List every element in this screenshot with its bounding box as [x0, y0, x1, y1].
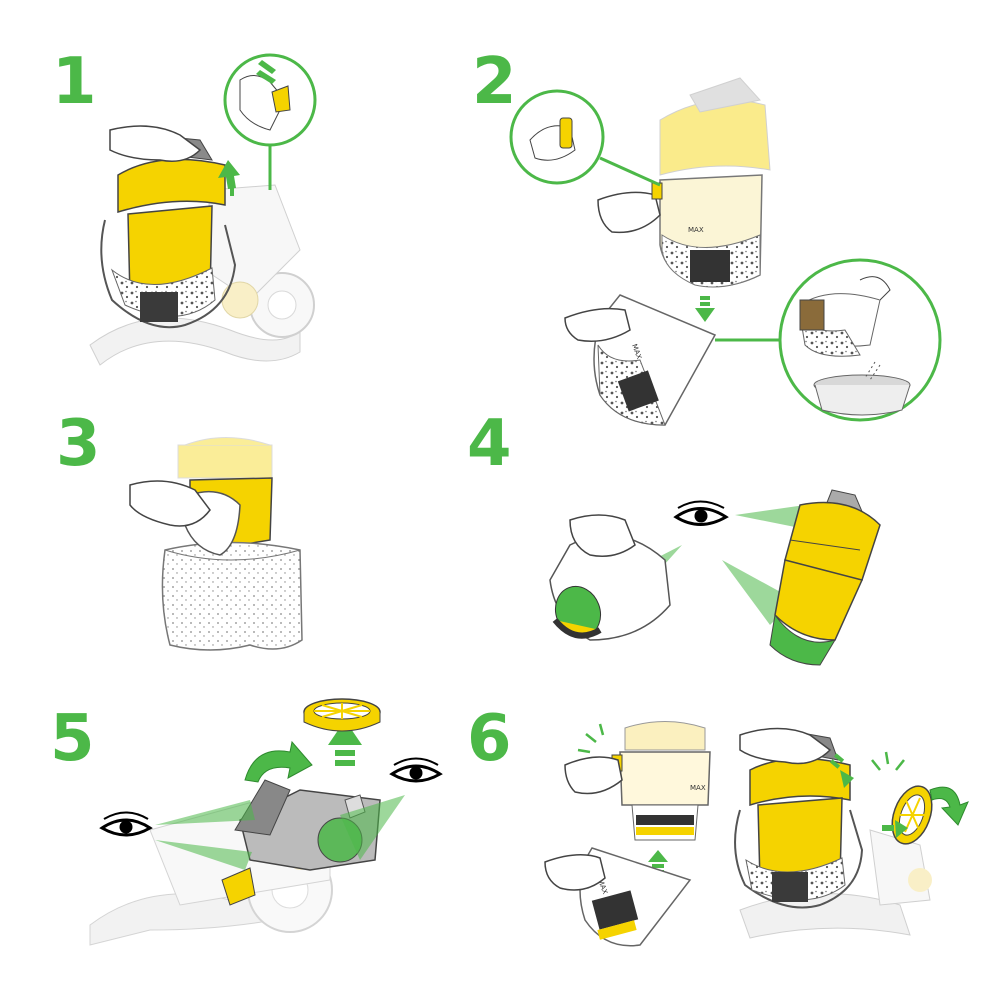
insert-arrow-icon	[882, 820, 908, 838]
empty-into-trash-icon	[778, 258, 942, 422]
hand-icon	[569, 514, 636, 557]
click-lines	[871, 751, 905, 771]
down-arrow-icon	[695, 296, 715, 322]
cyclone-icon: MAX	[619, 721, 711, 841]
hand-icon	[564, 307, 631, 342]
hand-icon	[544, 854, 606, 891]
motor-housing	[221, 779, 381, 906]
step-6: 6 MAX MAX	[467, 702, 969, 947]
sight-beam	[340, 795, 405, 860]
step-4: 4	[467, 407, 881, 666]
step-3: 3	[56, 407, 303, 651]
zoom-callout	[509, 89, 605, 185]
sight-beam	[155, 800, 255, 825]
eye-icon	[673, 500, 729, 526]
plastic-bag-icon	[161, 541, 303, 651]
step-5: 5	[50, 698, 443, 946]
lift-arrow-icon	[218, 160, 240, 196]
svg-text:MAX: MAX	[690, 784, 706, 792]
sight-beam	[155, 840, 252, 870]
cyclone-icon	[659, 77, 771, 176]
hand-icon	[129, 480, 211, 527]
up-arrow-icon	[328, 720, 362, 766]
bin-catch-icon	[651, 182, 663, 200]
cyclone-icon	[177, 437, 273, 479]
zoom-callout	[223, 53, 317, 147]
clear-bin-icon: MAX	[579, 847, 692, 947]
clear-bin-icon: MAX	[659, 174, 763, 288]
eye-icon	[99, 811, 153, 837]
hand-icon	[597, 191, 661, 234]
rotate-arrow-icon	[244, 740, 313, 783]
pre-filter-icon	[303, 698, 381, 732]
step-number: 1	[52, 45, 97, 119]
svg-text:MAX: MAX	[688, 226, 704, 234]
click-lines	[577, 723, 605, 754]
hand-icon	[739, 727, 832, 765]
step-number: 2	[472, 45, 517, 119]
hand-icon	[564, 756, 623, 795]
eye-icon	[389, 757, 443, 783]
cyclone-icon	[769, 489, 881, 666]
step-number: 6	[467, 702, 512, 776]
step-number: 5	[50, 702, 95, 776]
hand-icon	[109, 125, 202, 162]
step-number: 4	[467, 407, 512, 481]
step-1: 1	[52, 45, 317, 366]
step-number: 3	[56, 407, 101, 481]
down-arrow-icon	[829, 753, 854, 788]
callout-leader	[599, 156, 661, 187]
sight-beam	[735, 505, 810, 530]
release-button-icon	[271, 85, 291, 113]
step-2: 2 MAX MAX	[472, 45, 942, 426]
rotate-arrow-icon	[929, 786, 969, 826]
